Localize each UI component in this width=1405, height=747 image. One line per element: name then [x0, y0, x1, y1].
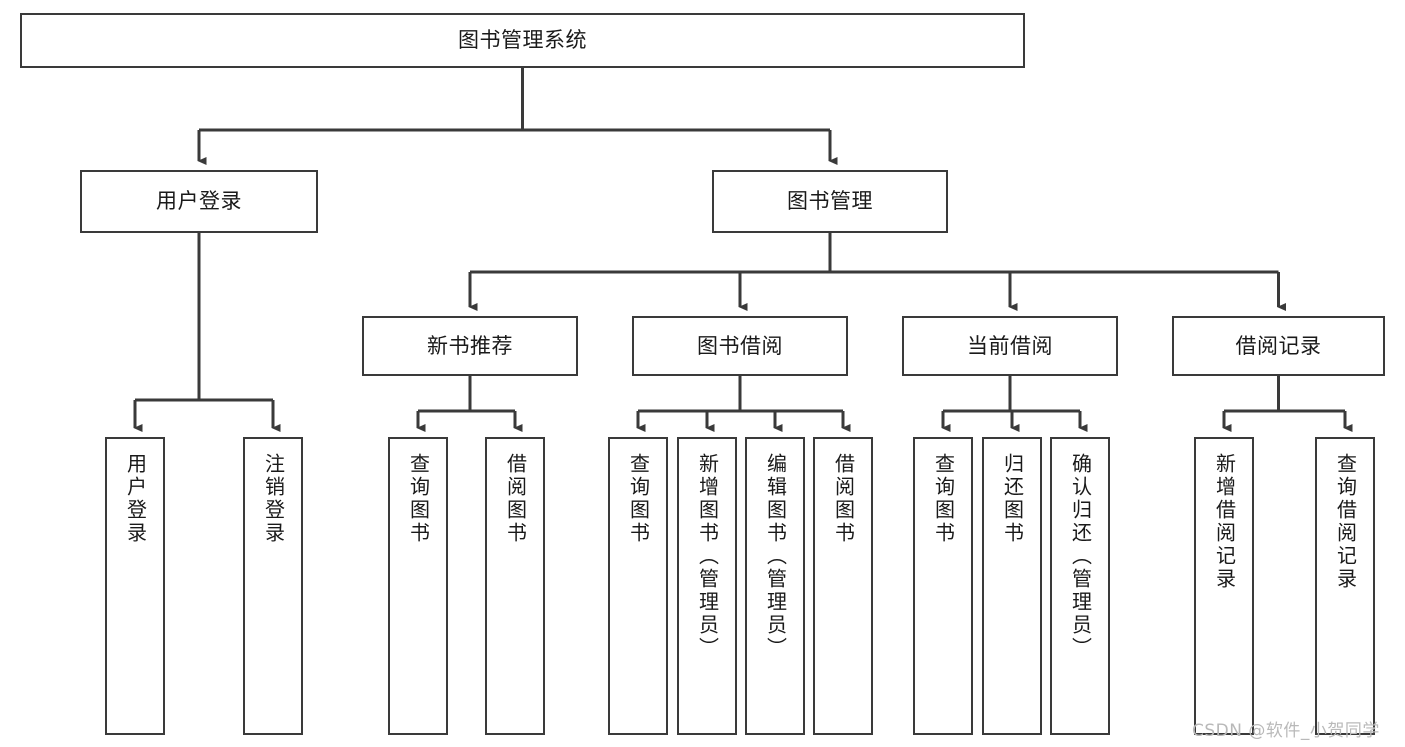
node-label: 借阅记录 — [1235, 333, 1322, 358]
node-leaf-add-book[interactable]: 新增图书（管理员） — [677, 437, 737, 735]
node-leaf-borrow-book-2[interactable]: 借阅图书 — [813, 437, 873, 735]
node-label: 查询借阅记录 — [1333, 453, 1358, 591]
node-label: 查询图书 — [626, 453, 651, 545]
node-new-book-rec[interactable]: 新书推荐 — [362, 316, 578, 376]
node-leaf-return-book[interactable]: 归还图书 — [982, 437, 1042, 735]
node-borrow-record[interactable]: 借阅记录 — [1172, 316, 1385, 376]
node-leaf-edit-book[interactable]: 编辑图书（管理员） — [745, 437, 805, 735]
node-label: 查询图书 — [931, 453, 956, 545]
node-current-borrow[interactable]: 当前借阅 — [902, 316, 1118, 376]
node-label: 新书推荐 — [427, 333, 513, 358]
node-user-login[interactable]: 用户登录 — [80, 170, 318, 233]
node-label: 图书管理 — [787, 189, 873, 214]
node-book-manage[interactable]: 图书管理 — [712, 170, 948, 233]
node-leaf-query-book-2[interactable]: 查询图书 — [608, 437, 668, 735]
node-root[interactable]: 图书管理系统 — [20, 13, 1025, 68]
node-label: 用户登录 — [156, 189, 242, 214]
node-leaf-confirm-return[interactable]: 确认归还（管理员） — [1050, 437, 1110, 735]
node-leaf-query-book-1[interactable]: 查询图书 — [388, 437, 448, 735]
node-label: 用户登录 — [123, 453, 148, 545]
node-label: 确认归还（管理员） — [1068, 453, 1093, 660]
node-label: 编辑图书（管理员） — [763, 453, 788, 660]
node-label: 借阅图书 — [503, 453, 528, 545]
node-label: 图书借阅 — [697, 333, 783, 358]
node-label: 查询图书 — [406, 453, 431, 545]
node-label: 新增图书（管理员） — [695, 453, 720, 660]
node-leaf-user-login[interactable]: 用户登录 — [105, 437, 165, 735]
node-label: 当前借阅 — [967, 333, 1053, 358]
node-leaf-user-logout[interactable]: 注销登录 — [243, 437, 303, 735]
node-label: 注销登录 — [261, 453, 286, 545]
node-leaf-query-book-3[interactable]: 查询图书 — [913, 437, 973, 735]
node-leaf-borrow-book-1[interactable]: 借阅图书 — [485, 437, 545, 735]
node-label: 图书管理系统 — [458, 28, 587, 53]
node-book-borrow[interactable]: 图书借阅 — [632, 316, 848, 376]
node-label: 新增借阅记录 — [1212, 453, 1237, 591]
node-label: 归还图书 — [1000, 453, 1025, 545]
node-leaf-add-record[interactable]: 新增借阅记录 — [1194, 437, 1254, 735]
node-leaf-query-record[interactable]: 查询借阅记录 — [1315, 437, 1375, 735]
node-label: 借阅图书 — [831, 453, 856, 545]
